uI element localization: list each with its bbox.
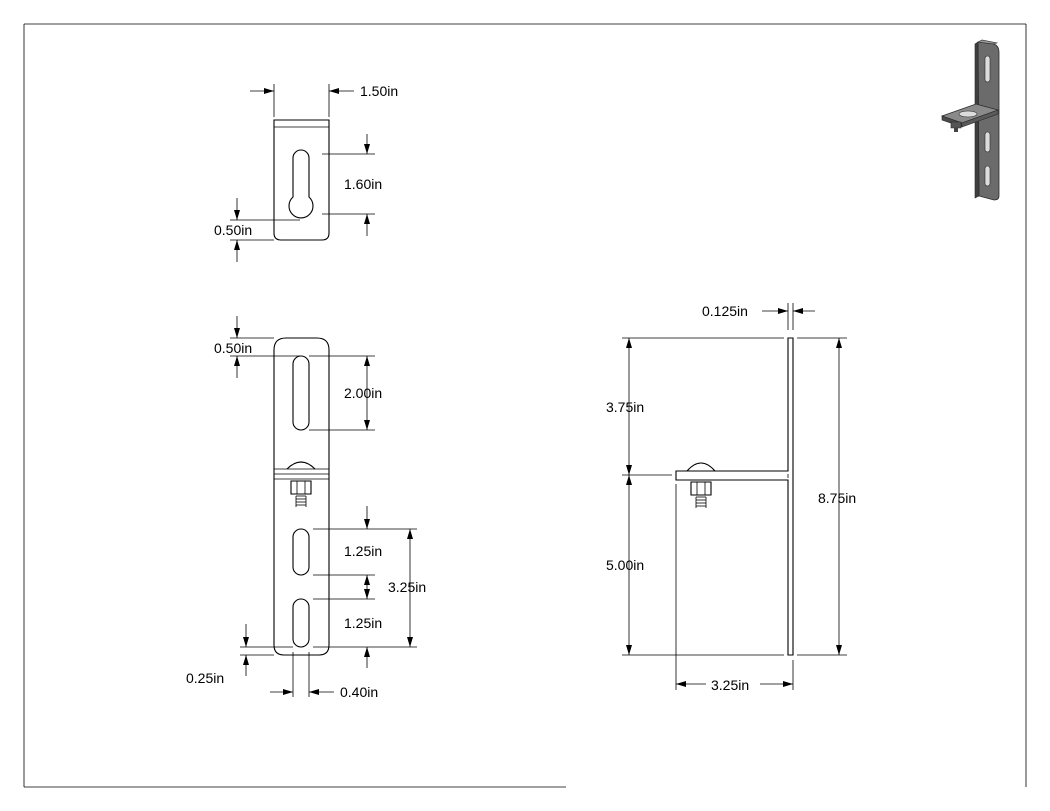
dim-bottom-offset: 0.25in: [186, 670, 224, 686]
sheet-border: [23, 23, 1027, 788]
dim-arm-length: 3.25in: [711, 677, 749, 693]
side-bolt-head-icon: [686, 462, 716, 472]
front-view: 0.50in 2.00in 1.25in 1.25in 3.25in: [186, 316, 426, 700]
top-view: 1.50in 1.60in 0.50in: [214, 83, 398, 262]
dim-lower-slot-2: 1.25in: [344, 615, 382, 631]
dim-lower-slot-1: 1.25in: [344, 543, 382, 559]
dim-top-offset: 0.50in: [214, 222, 252, 238]
upper-slot: [292, 355, 310, 431]
keyhole-slot: [288, 149, 314, 219]
dim-slot-width: 0.40in: [340, 684, 378, 700]
dim-total-height: 8.75in: [818, 490, 856, 506]
bolt-head-icon: [286, 461, 316, 470]
side-hex-nut-icon: [690, 481, 712, 496]
dim-top-width: 1.50in: [360, 83, 398, 99]
lower-slot-1: [292, 528, 310, 576]
dim-lower-span: 3.25in: [388, 579, 426, 595]
dim-thickness: 0.125in: [702, 303, 748, 319]
side-view: 0.125in 3.75in 5.00in 8.75in 3.25in: [606, 303, 856, 693]
top-view-outline: [273, 119, 330, 241]
dim-upper-slot: 2.00in: [344, 385, 382, 401]
dim-upper-height: 3.75in: [606, 399, 644, 415]
front-view-outline: [273, 337, 330, 656]
dim-lower-height: 5.00in: [606, 557, 644, 573]
dim-front-top-offset: 0.50in: [214, 340, 252, 356]
side-view-profile: [675, 337, 794, 656]
dim-top-slot-length: 1.60in: [344, 176, 382, 192]
hex-nut-icon: [290, 480, 312, 495]
side-bolt-thread-icon: [695, 496, 707, 508]
lower-slot-2: [292, 598, 310, 648]
bolt-thread-icon: [295, 495, 307, 507]
bracket-3d-icon: [940, 39, 1000, 201]
